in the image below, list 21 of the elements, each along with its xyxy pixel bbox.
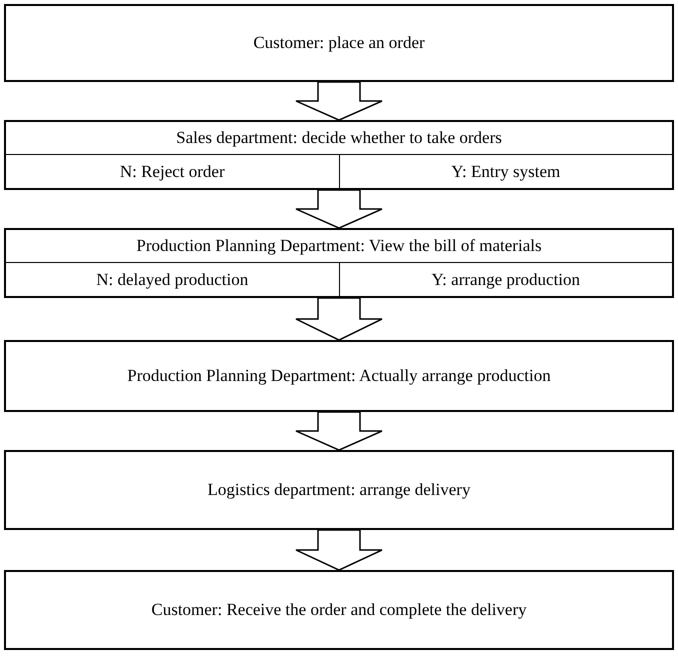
process-box: [4, 570, 674, 650]
option-text: N: delayed production: [96, 268, 248, 291]
step-text: Logistics department: arrange delivery: [208, 478, 470, 501]
step-text: Sales department: decide whether to take orders: [176, 126, 502, 149]
process-box: [4, 450, 674, 530]
process-box: [4, 340, 674, 412]
step-text: Production Planning Department: View the bill of materials: [136, 234, 542, 257]
option-text: Y: Entry system: [451, 160, 560, 183]
hollow-arrow: [295, 529, 383, 571]
step-text: Customer: place an order: [253, 32, 425, 54]
step-text: Production Planning Department: Actually arrange production: [127, 364, 551, 387]
hollow-arrow: [295, 297, 383, 341]
option-text: N: Reject order: [120, 160, 225, 183]
step-text: Customer: Receive the order and complete the delivery: [151, 598, 527, 621]
hollow-arrow: [295, 189, 383, 229]
option-text: Y: arrange production: [431, 268, 580, 291]
process-box: [4, 120, 674, 190]
process-box: [4, 228, 674, 298]
process-box: [4, 4, 674, 82]
hollow-arrow: [295, 81, 383, 121]
hollow-arrow: [295, 411, 383, 451]
